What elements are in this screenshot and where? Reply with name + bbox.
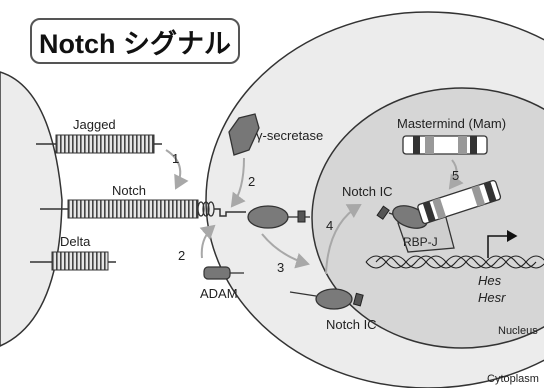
arrow-step-3 bbox=[261, 233, 310, 269]
delta-label: Delta bbox=[60, 234, 91, 249]
adam-label: ADAM bbox=[200, 286, 238, 301]
mastermind-protein bbox=[402, 135, 488, 155]
jagged-ligand bbox=[36, 134, 162, 154]
title-box: Notch シグナル bbox=[30, 18, 240, 64]
nucleus-label: Nucleus bbox=[498, 325, 538, 337]
hesr-gene-label: Hesr bbox=[478, 290, 506, 305]
page-title: Notch シグナル bbox=[39, 28, 231, 59]
gamma-secretase-enzyme bbox=[228, 113, 260, 156]
gamma-secretase-label: γ-secretase bbox=[256, 128, 323, 143]
hes-gene-label: Hes bbox=[478, 273, 502, 288]
step-number-1: 1 bbox=[172, 151, 179, 166]
dna-helix bbox=[365, 255, 544, 269]
step-number-2-gamma: 2 bbox=[248, 174, 255, 189]
rbp-j-label: RBP-J bbox=[403, 235, 438, 249]
notch-ic-cytoplasm-label: Notch IC bbox=[326, 317, 377, 332]
notch-receptor bbox=[40, 199, 310, 229]
step-number-2-adam: 2 bbox=[178, 248, 185, 263]
transcription-start-arrow bbox=[487, 230, 518, 258]
step-number-3: 3 bbox=[277, 260, 284, 275]
arrow-step-1 bbox=[165, 149, 189, 190]
step-number-4: 4 bbox=[326, 218, 333, 233]
notch-ic-cytoplasm bbox=[289, 288, 364, 310]
adam-enzyme bbox=[203, 266, 244, 280]
jagged-label: Jagged bbox=[73, 117, 116, 132]
step-number-5: 5 bbox=[452, 168, 459, 183]
arrow-step-5 bbox=[448, 159, 464, 190]
arrow-step-2-gamma bbox=[230, 157, 246, 208]
arrow-step-2-adam bbox=[199, 224, 216, 259]
delta-ligand bbox=[30, 251, 116, 271]
arrow-step-4 bbox=[325, 203, 362, 275]
left-cell bbox=[0, 71, 63, 347]
cytoplasm-label: Cytoplasm bbox=[487, 373, 539, 385]
notch-label: Notch bbox=[112, 183, 146, 198]
mastermind-label: Mastermind (Mam) bbox=[397, 116, 506, 131]
notch-ic-nucleus-label: Notch IC bbox=[342, 184, 393, 199]
process-arrows bbox=[165, 149, 464, 275]
mastermind-bound bbox=[417, 179, 502, 225]
